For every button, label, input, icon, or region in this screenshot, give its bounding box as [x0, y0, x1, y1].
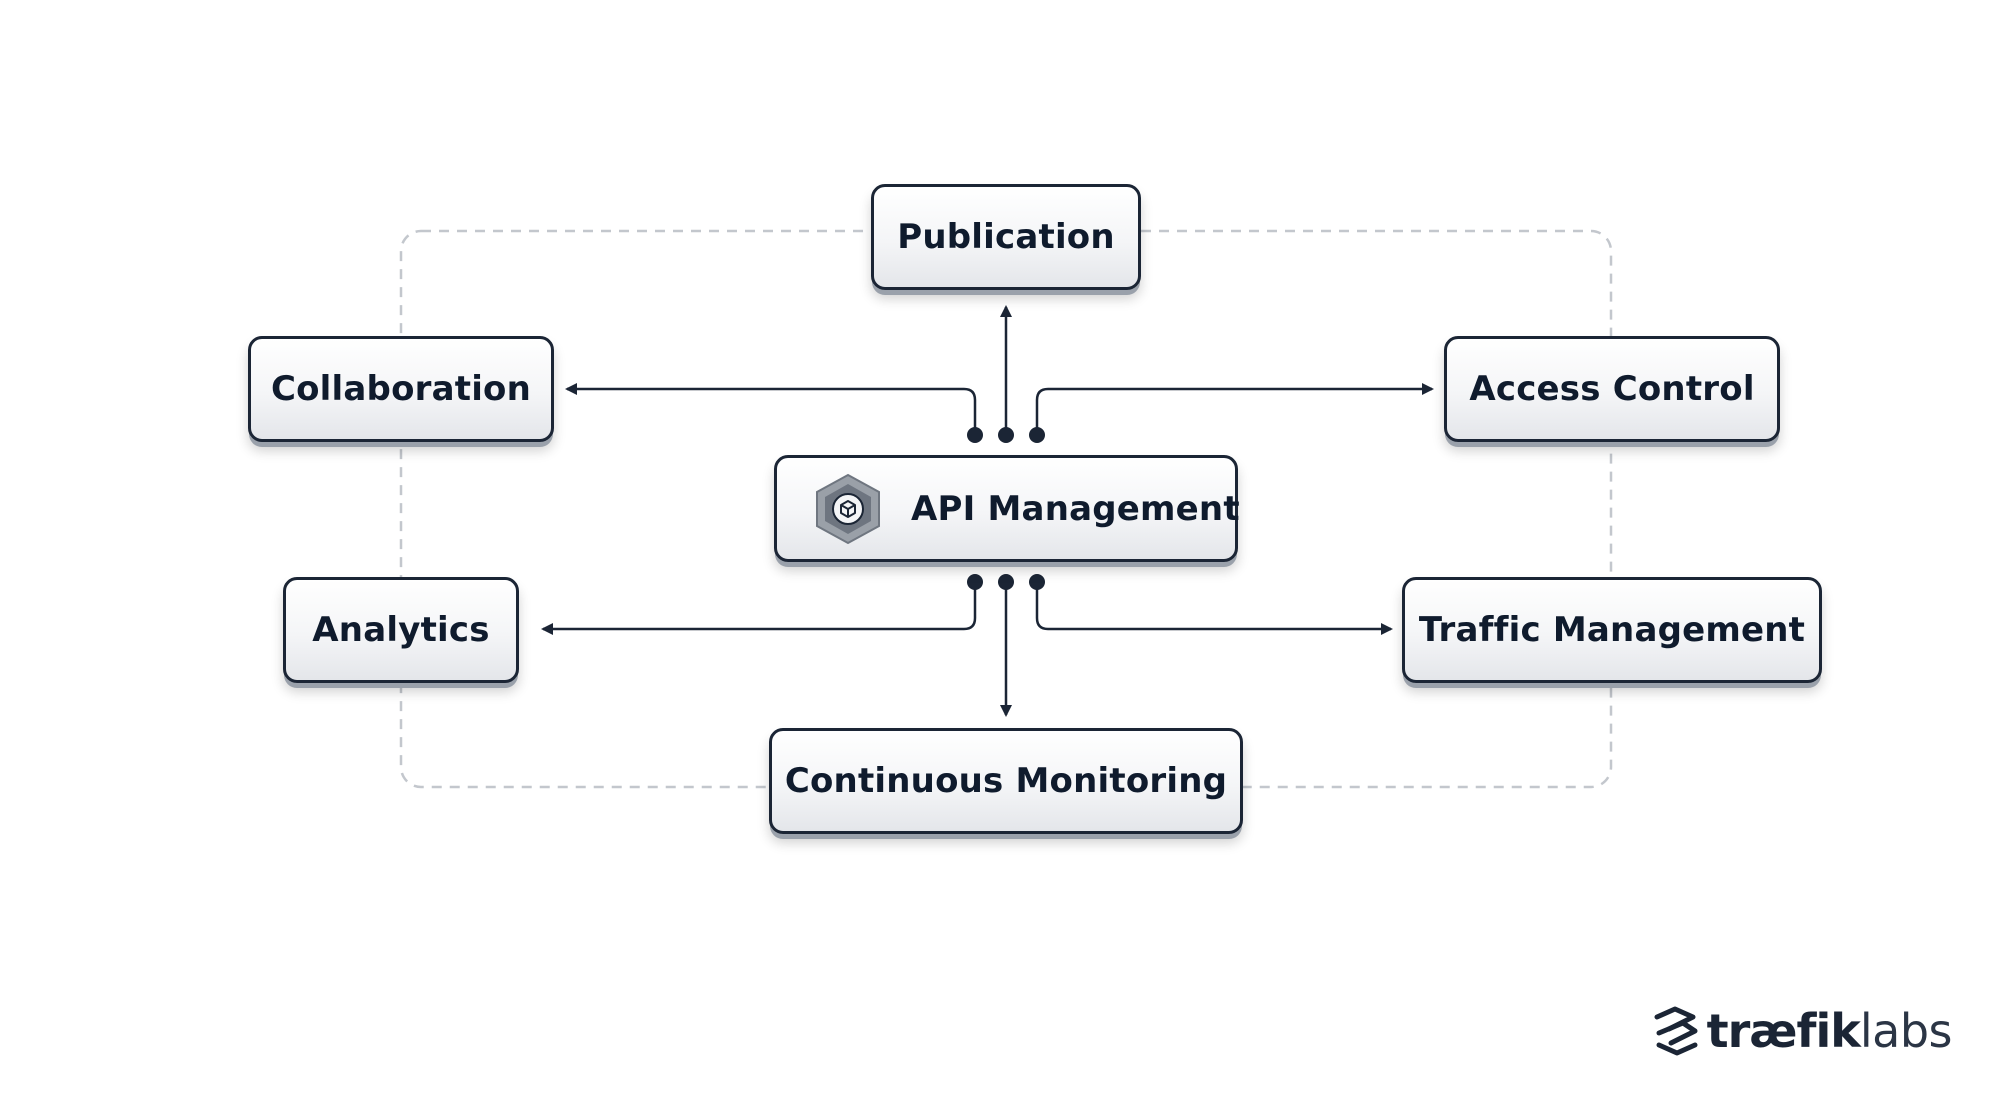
connector-dot — [1029, 427, 1045, 443]
connector-to-traffic-management — [1035, 582, 1393, 635]
node-label: Collaboration — [270, 369, 532, 409]
connector-dot — [967, 574, 983, 590]
connector-dot — [998, 574, 1014, 590]
node-label: Publication — [897, 217, 1115, 257]
node-label: Traffic Management — [1418, 610, 1806, 650]
node-traffic-management: Traffic Management — [1402, 577, 1822, 683]
logo-text-secondary: labs — [1859, 1004, 1953, 1058]
node-label: Analytics — [312, 610, 490, 650]
node-label: Continuous Monitoring — [784, 761, 1228, 801]
upper-connectors — [565, 305, 1434, 435]
node-label: Access Control — [1469, 369, 1755, 409]
node-api-management: API Management — [774, 455, 1240, 562]
traefik-logo-icon — [1654, 1006, 1698, 1056]
lower-connectors — [541, 582, 1393, 717]
connector-dot — [967, 427, 983, 443]
upper-connector-dots — [967, 427, 1045, 443]
connector-to-analytics — [541, 582, 977, 635]
connector-to-collaboration — [565, 383, 977, 435]
node-publication: Publication — [871, 184, 1141, 290]
connector-dot — [1029, 574, 1045, 590]
connector-dot — [998, 427, 1014, 443]
lower-connector-dots — [967, 574, 1045, 590]
node-continuous-monitoring: Continuous Monitoring — [769, 728, 1243, 834]
node-label: API Management — [911, 488, 1240, 529]
node-analytics: Analytics — [283, 577, 519, 683]
connector-to-access-control — [1035, 383, 1434, 435]
node-collaboration: Collaboration — [248, 336, 554, 442]
logo-text-primary: træfik — [1706, 1004, 1861, 1058]
cube-hexagon-icon — [816, 473, 880, 544]
node-access-control: Access Control — [1444, 336, 1780, 442]
